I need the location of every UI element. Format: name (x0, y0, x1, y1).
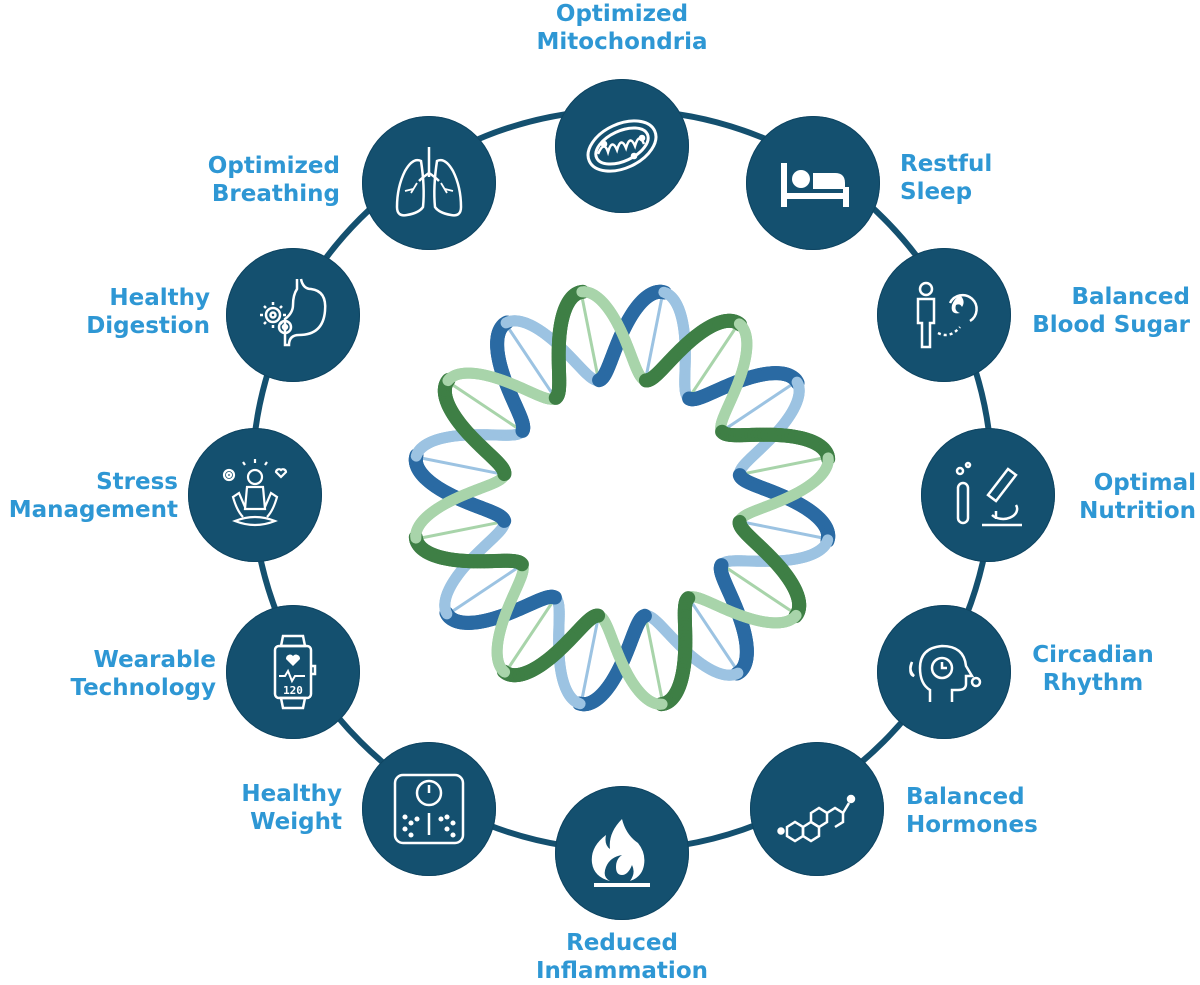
smartwatch-icon: 120 (253, 632, 333, 712)
node-circadian (877, 605, 1011, 739)
connecting-ring (252, 110, 992, 850)
bed-icon (773, 143, 853, 223)
watch-readout: 120 (283, 684, 303, 697)
node-digestion (226, 248, 360, 382)
node-blood-sugar (877, 248, 1011, 382)
circadian-head-icon (904, 632, 984, 712)
node-breathing (362, 116, 496, 250)
lungs-icon (389, 143, 469, 223)
meditation-icon (215, 455, 295, 535)
flame-icon (582, 813, 662, 893)
node-hormones (750, 742, 884, 876)
microscope-icon (948, 455, 1028, 535)
scale-icon (389, 769, 469, 849)
node-sleep (746, 116, 880, 250)
node-wearable: 120 (226, 605, 360, 739)
blood-sugar-icon (904, 275, 984, 355)
node-stress (188, 428, 322, 562)
node-nutrition (921, 428, 1055, 562)
node-weight (362, 742, 496, 876)
helix-strand-segment (785, 497, 790, 499)
stomach-gears-icon (253, 275, 333, 355)
mitochondria-icon (582, 106, 662, 186)
node-mitochondria (555, 79, 689, 213)
steroid-molecule-icon (777, 769, 857, 849)
dna-ring-helix (416, 292, 828, 704)
node-inflammation (555, 786, 689, 920)
